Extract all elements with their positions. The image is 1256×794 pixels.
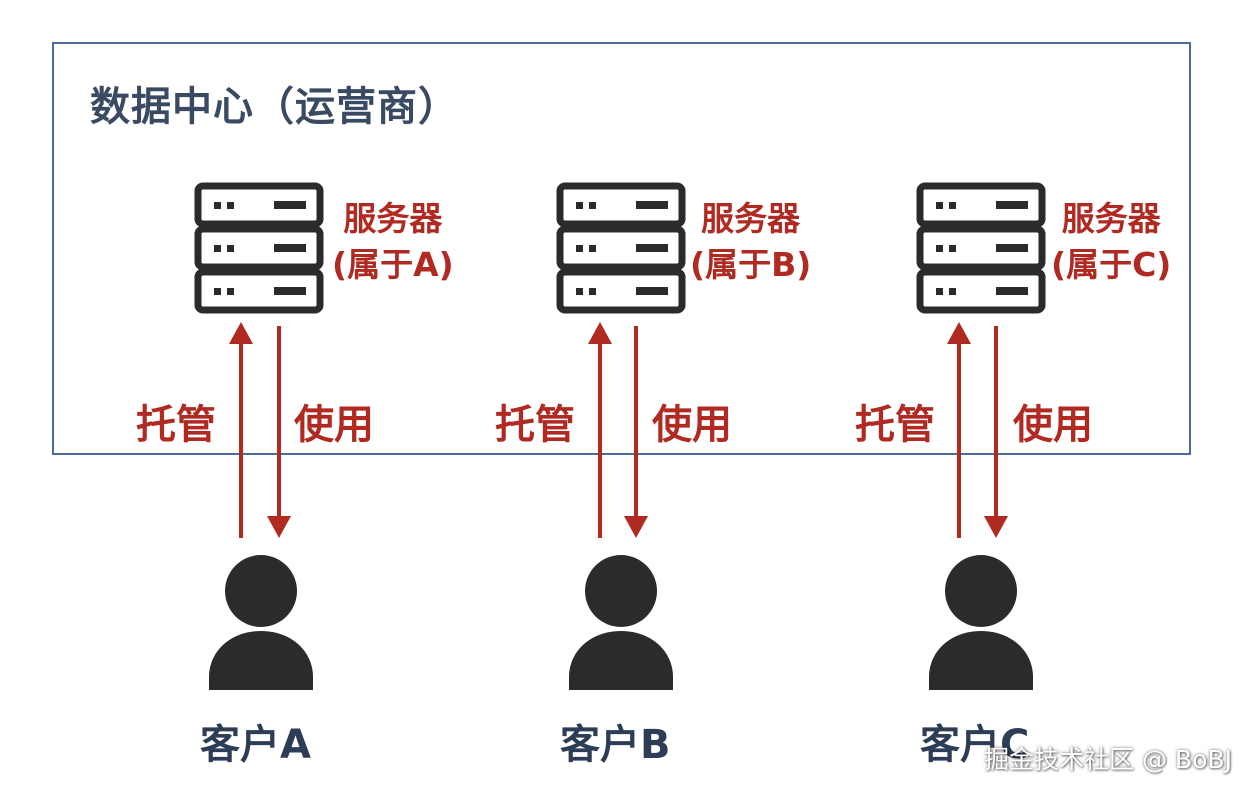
- person-icon: [929, 555, 1033, 690]
- watermark: 掘金技术社区 @ BoBJ: [984, 745, 1232, 774]
- server-label: 服务器 (属于B): [690, 196, 811, 288]
- person-icon: [209, 555, 313, 690]
- arrow-down-icon: [984, 326, 1008, 538]
- group-a: 服务器 (属于A) 托管 使用 客户A: [0, 0, 454, 794]
- usage-label: 使用: [1013, 402, 1093, 448]
- datacenter-title: 数据中心（运营商）: [90, 84, 459, 130]
- group-b: 服务器 (属于B) 托管 使用 客户B: [0, 0, 811, 794]
- usage-label: 使用: [294, 402, 374, 448]
- arrow-up-icon: [588, 322, 612, 538]
- server-label-line2: (属于C): [1051, 245, 1172, 284]
- server-label-line2: (属于B): [690, 245, 812, 284]
- server-label-line1: 服务器: [701, 199, 801, 238]
- hosting-label: 托管: [136, 402, 216, 448]
- group-c: 服务器 (属于C) 托管 使用 客户C: [0, 0, 1171, 794]
- server-label: 服务器 (属于C): [1051, 196, 1171, 288]
- arrow-up-icon: [229, 322, 253, 538]
- server-label: 服务器 (属于A): [332, 196, 454, 288]
- customer-label: 客户B: [560, 722, 671, 768]
- hosting-label: 托管: [495, 402, 575, 448]
- customer-label: 客户A: [200, 722, 311, 768]
- server-rack-icon: [916, 182, 1046, 314]
- server-rack-icon: [556, 182, 686, 314]
- hosting-label: 托管: [855, 402, 935, 448]
- server-rack-icon: [194, 182, 324, 314]
- arrow-down-icon: [624, 326, 648, 538]
- server-label-line1: 服务器: [1061, 199, 1161, 238]
- datacenter-boundary: [52, 42, 1191, 455]
- person-icon: [569, 555, 673, 690]
- arrow-up-icon: [947, 322, 971, 538]
- usage-label: 使用: [652, 402, 732, 448]
- server-label-line1: 服务器: [343, 199, 443, 238]
- arrow-down-icon: [267, 326, 291, 538]
- server-label-line2: (属于A): [332, 245, 454, 284]
- customer-label: 客户C: [920, 722, 1030, 768]
